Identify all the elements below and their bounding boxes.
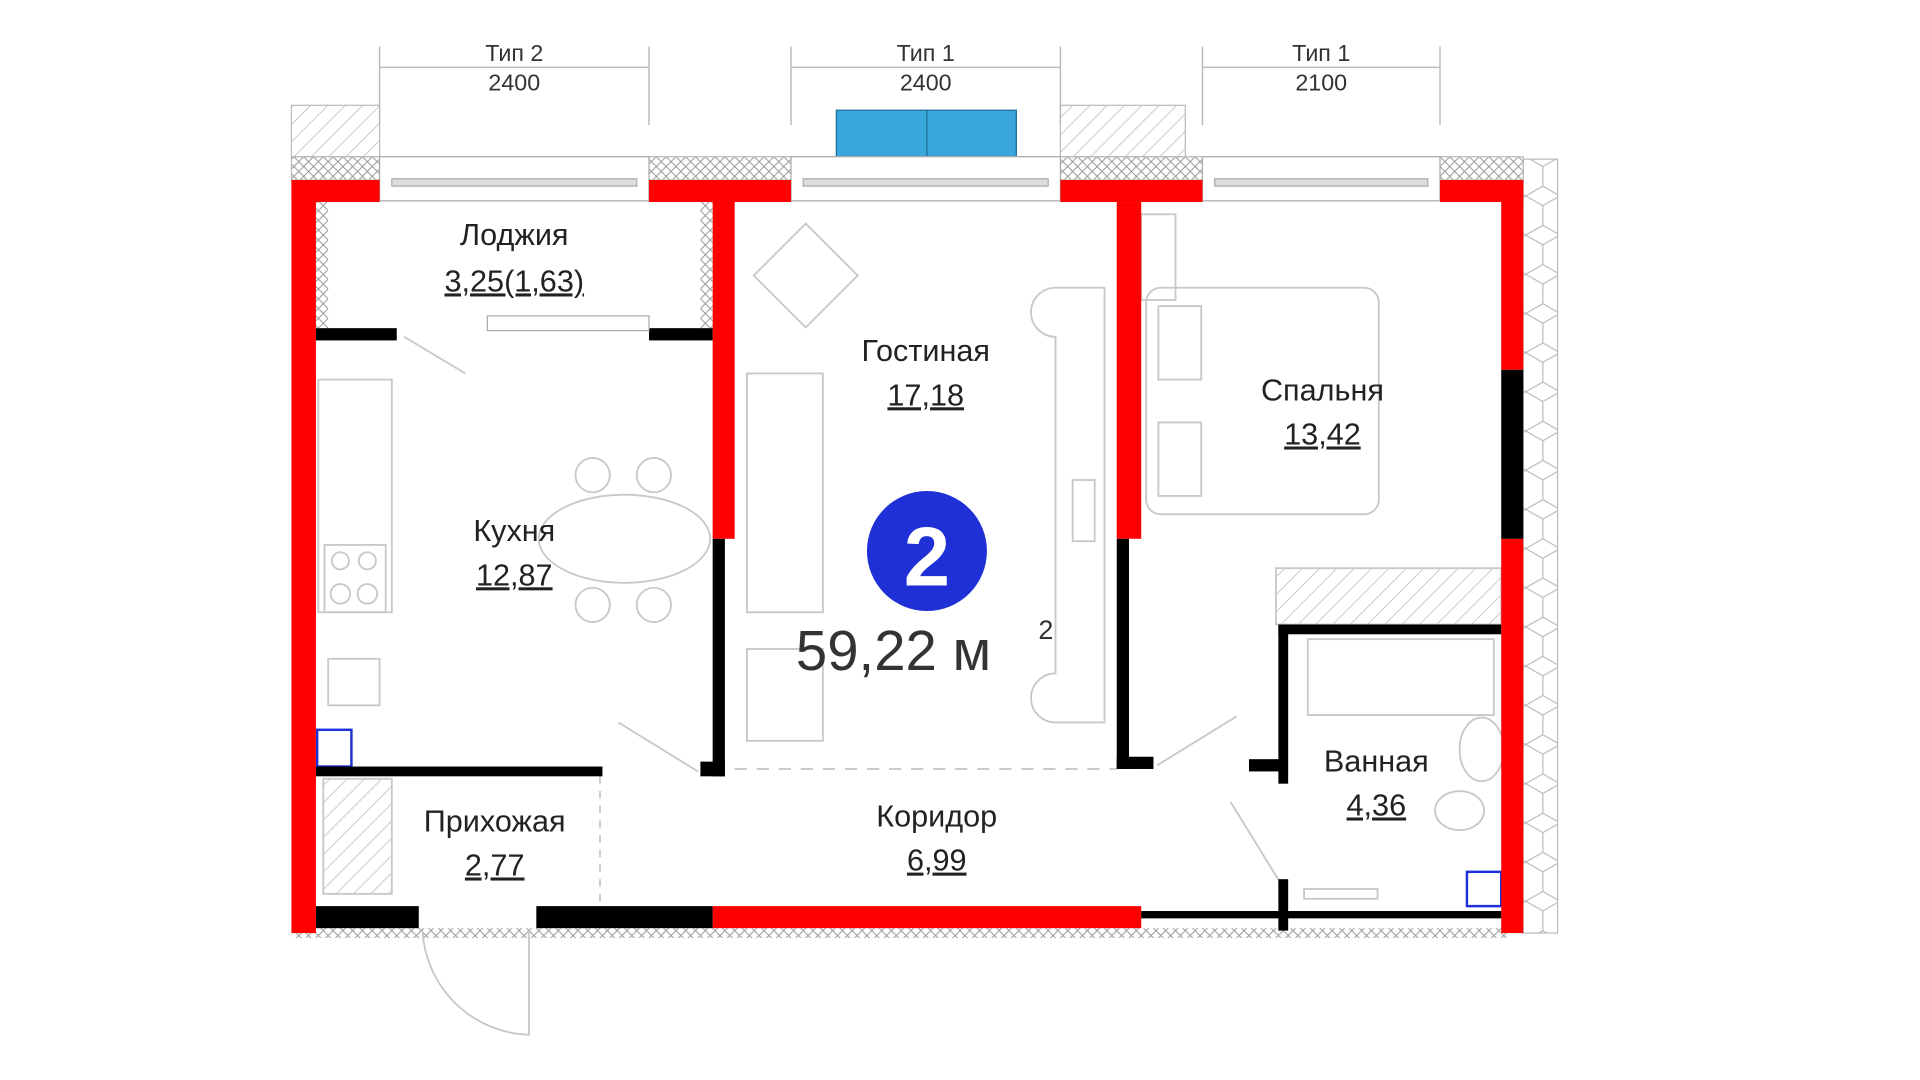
window-type-3: Тип 1 bbox=[1292, 40, 1350, 66]
loggia-wall bbox=[315, 202, 329, 329]
bearing-walls bbox=[291, 180, 1524, 934]
room-name-corridor: Коридор bbox=[876, 800, 997, 834]
room-name-hallway: Прихожая bbox=[424, 804, 566, 838]
room-area-kitchen: 12,87 bbox=[476, 558, 553, 592]
rooms-count: 2 bbox=[904, 510, 950, 603]
room-name-bathroom: Ванная bbox=[1324, 744, 1429, 778]
room-labels: Лоджия 3,25(1,63) Гостиная 17,18 Спальня… bbox=[424, 218, 1429, 883]
room-name-living: Гостиная bbox=[861, 334, 989, 368]
room-area-bathroom: 4,36 bbox=[1347, 789, 1407, 823]
window-dimensions: Тип 2 2400 Тип 1 2400 Тип 1 2100 bbox=[378, 40, 1441, 125]
parapet bbox=[290, 104, 381, 158]
windows bbox=[378, 156, 1441, 202]
window-width-3: 2100 bbox=[1295, 70, 1347, 96]
ac-unit-icon bbox=[835, 109, 1017, 160]
partitions bbox=[315, 328, 1524, 931]
room-area-hallway: 2,77 bbox=[465, 849, 525, 883]
room-area-corridor: 6,99 bbox=[907, 844, 967, 878]
window-type-1: Тип 2 bbox=[485, 40, 543, 66]
window-width-1: 2400 bbox=[488, 70, 540, 96]
room-area-bedroom: 13,42 bbox=[1284, 417, 1361, 451]
riser-icon bbox=[315, 728, 353, 768]
total-area: 59,22 м bbox=[796, 619, 991, 682]
rooms-badge: 2 bbox=[866, 491, 987, 612]
riser-icon bbox=[1465, 870, 1503, 908]
room-area-living: 17,18 bbox=[887, 378, 964, 412]
window-type-2: Тип 1 bbox=[897, 40, 955, 66]
loggia-wall bbox=[700, 202, 713, 329]
room-name-loggia: Лоджия bbox=[460, 218, 568, 252]
insulation bbox=[291, 928, 1509, 938]
room-name-kitchen: Кухня bbox=[473, 514, 555, 548]
parapet bbox=[1059, 104, 1186, 158]
room-name-bedroom: Спальня bbox=[1261, 373, 1384, 407]
window-width-2: 2400 bbox=[900, 70, 952, 96]
room-area-loggia: 3,25(1,63) bbox=[445, 264, 585, 298]
total-area-unit-sup: 2 bbox=[1038, 615, 1053, 645]
loggia-door bbox=[486, 315, 650, 332]
facade-insulation bbox=[1522, 158, 1559, 934]
